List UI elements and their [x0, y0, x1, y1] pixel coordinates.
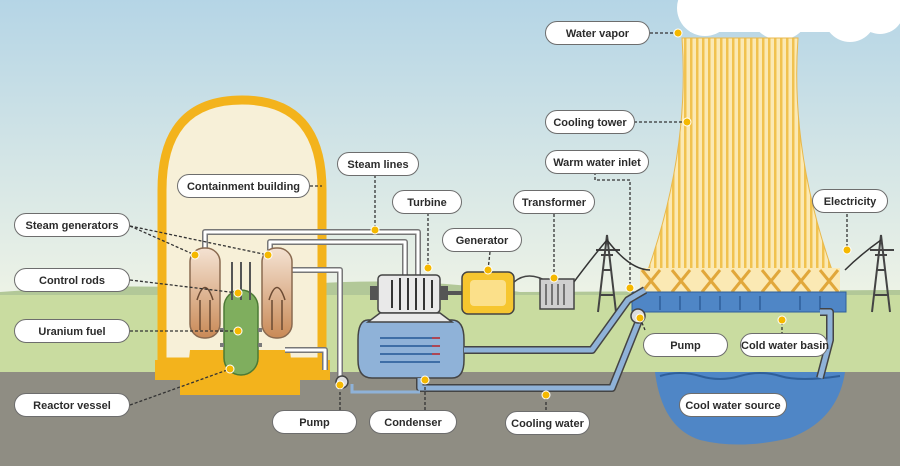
generator-shape	[461, 271, 515, 315]
vapor-cloud	[677, 0, 900, 42]
label-turbine: Turbine	[392, 190, 462, 214]
power-line-right	[844, 239, 882, 271]
label-cooling-tower: Cooling tower	[545, 110, 635, 134]
label-electricity: Electricity	[812, 189, 888, 213]
transformer-shape	[539, 278, 575, 310]
condenser-shape	[357, 319, 465, 379]
label-cold-water-basin: Cold water basin	[740, 333, 829, 357]
label-containment-building: Containment building	[177, 174, 310, 198]
label-condenser: Condenser	[369, 410, 457, 434]
pylon-right	[870, 234, 894, 313]
turbine-shape	[370, 274, 448, 314]
pylon-left	[596, 234, 620, 313]
label-pump-right: Pump	[643, 333, 728, 357]
label-steam-lines: Steam lines	[337, 152, 419, 176]
cold-water-basin-shape	[631, 291, 847, 313]
label-steam-generators: Steam generators	[14, 213, 130, 237]
label-cooling-water: Cooling water	[505, 411, 590, 435]
label-generator: Generator	[442, 228, 522, 252]
label-uranium-fuel: Uranium fuel	[14, 319, 130, 343]
label-cool-water-source: Cool water source	[679, 393, 787, 417]
power-line-left	[567, 238, 651, 291]
label-warm-water-inlet: Warm water inlet	[545, 150, 649, 174]
label-control-rods: Control rods	[14, 268, 130, 292]
steam-generator-right	[261, 247, 293, 339]
label-reactor-vessel: Reactor vessel	[14, 393, 130, 417]
pointer-dots	[190, 28, 852, 400]
label-transformer: Transformer	[513, 190, 595, 214]
label-water-vapor: Water vapor	[545, 21, 650, 45]
steam-generator-left	[189, 247, 221, 339]
label-pump-left: Pump	[272, 410, 357, 434]
